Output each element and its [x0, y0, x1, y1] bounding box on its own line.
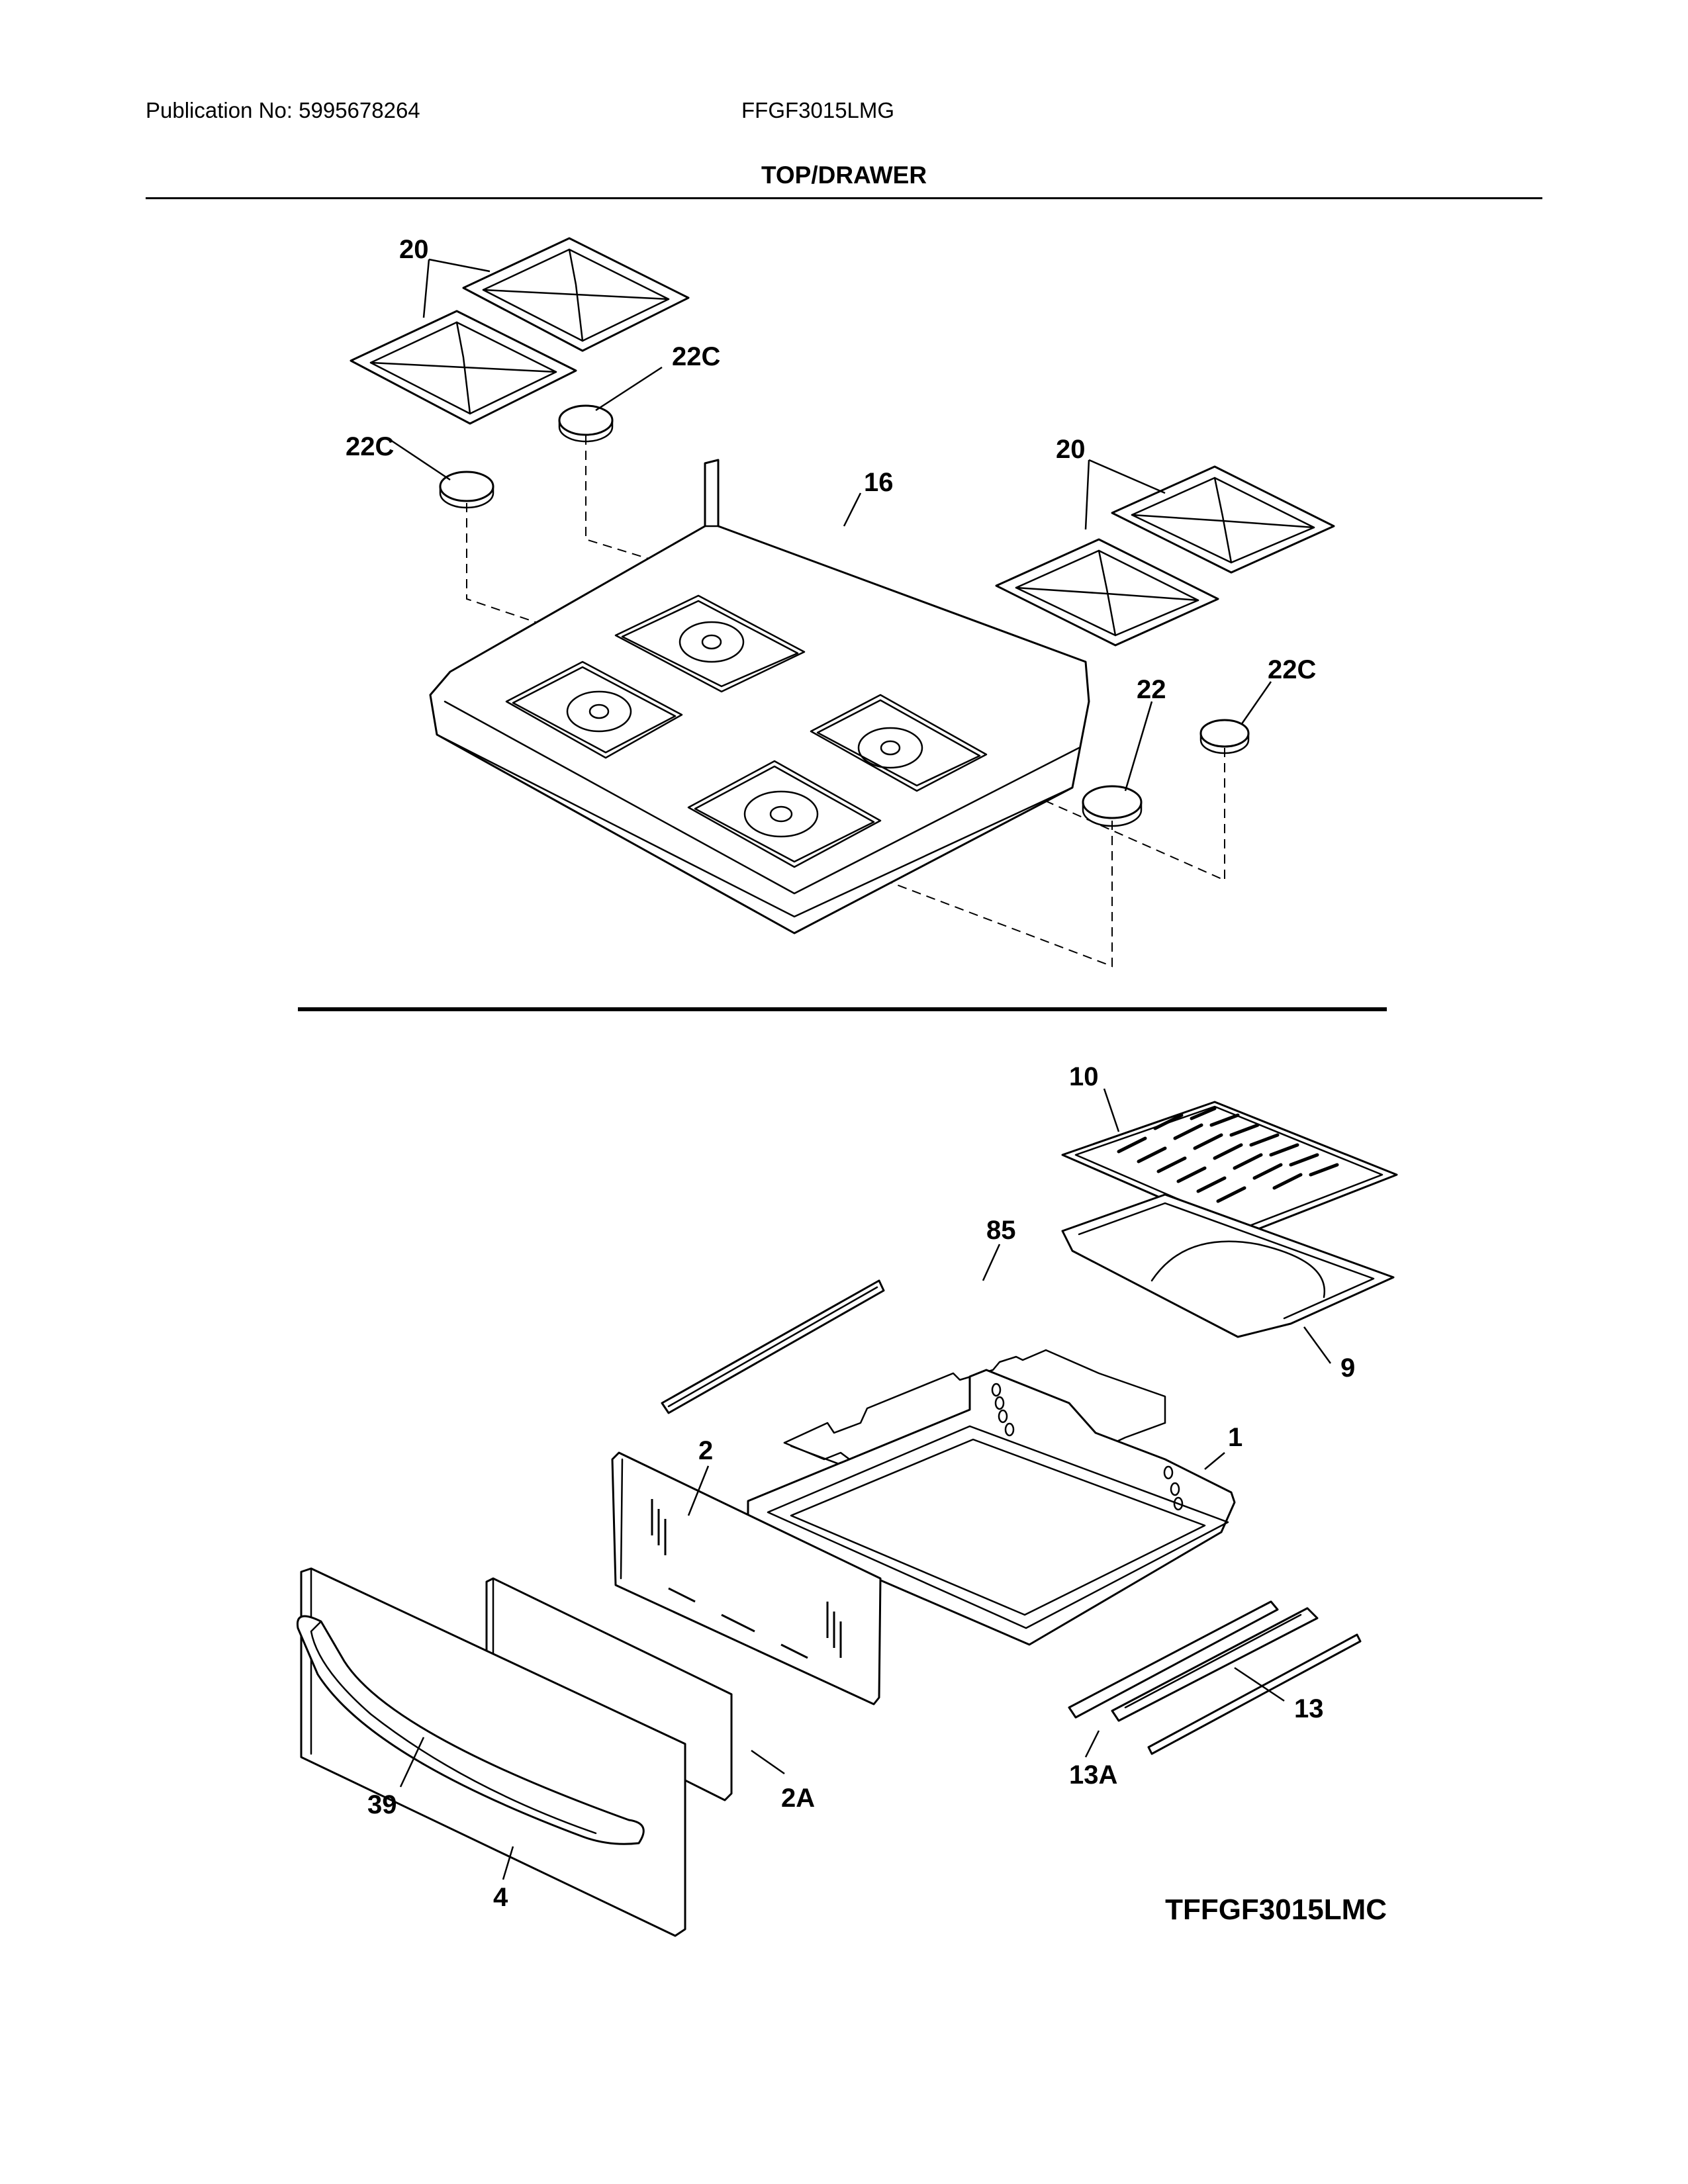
- model-number: FFGF3015LMG: [741, 98, 895, 122]
- cooktop: [429, 459, 1090, 934]
- callout-cap-left-bottom: 22C: [346, 432, 394, 461]
- callout-broiler-insert: 10: [1069, 1062, 1099, 1091]
- leader-lines-top: [390, 258, 1272, 792]
- callout-drawer-rack: 85: [986, 1216, 1016, 1245]
- burner-caps: [439, 404, 1250, 827]
- callout-drawer-filler: 2A: [781, 1784, 815, 1813]
- drawer-front: [296, 1567, 686, 1937]
- burner-grates-left: [350, 237, 690, 425]
- callout-grates-left: 20: [399, 235, 429, 264]
- drawer-front-panel: [611, 1451, 882, 1706]
- broiler-pan: [1061, 1193, 1395, 1338]
- callout-grates-right: 20: [1056, 435, 1086, 464]
- diagram-code: TFFGF3015LMC: [1165, 1893, 1387, 1926]
- leader-lines-bottom: [399, 1088, 1332, 1880]
- burner-grates-right: [995, 465, 1335, 647]
- slide-rail-upper: [661, 1279, 885, 1414]
- callout-cooktop: 16: [864, 468, 894, 497]
- callout-cap-right-center: 22: [1137, 675, 1166, 704]
- header-divider: [146, 197, 1542, 199]
- callout-drawer-front: 4: [493, 1883, 508, 1912]
- section-title: TOP/DRAWER: [761, 161, 927, 189]
- callout-broiler-pan: 9: [1340, 1353, 1355, 1383]
- callout-drawer-body: 1: [1228, 1423, 1243, 1452]
- publication-number: Publication No: 5995678264: [146, 98, 420, 122]
- callout-slide-rail-alt: 13A: [1069, 1760, 1117, 1790]
- callout-drawer-front-panel: 2: [698, 1436, 713, 1465]
- callout-drawer-handle: 39: [367, 1790, 397, 1819]
- callout-cap-left-top: 22C: [672, 342, 720, 371]
- slide-rails-lower: [1068, 1600, 1362, 1755]
- callout-slide-rail: 13: [1294, 1694, 1324, 1723]
- callout-cap-right-far: 22C: [1268, 655, 1316, 684]
